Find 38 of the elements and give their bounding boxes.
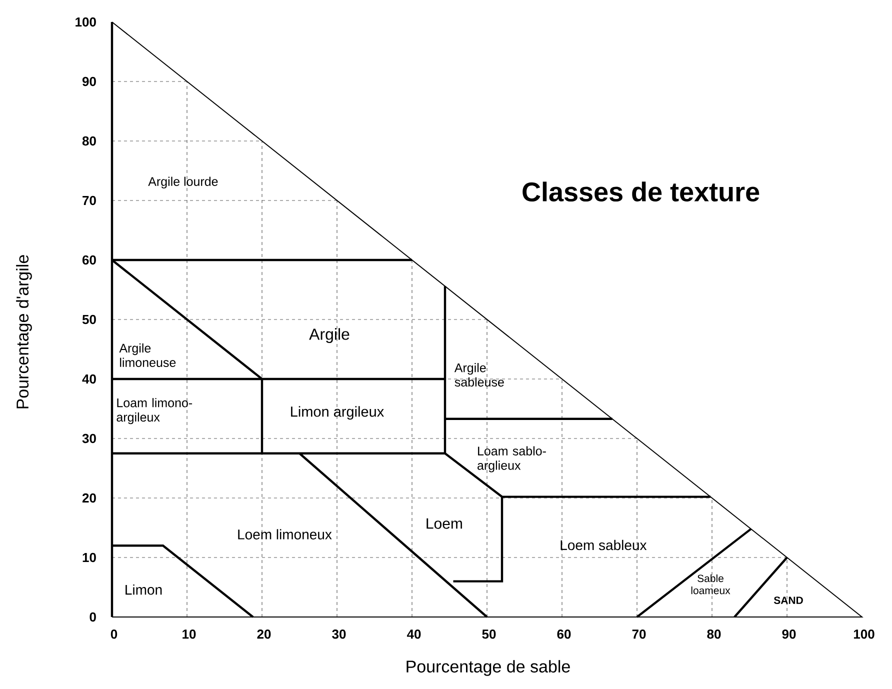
region-label: Loam sablo-arglieux [478,446,546,472]
tick-label: 30 [82,434,96,444]
axis-title: Pourcentage de sable [406,660,570,676]
tick-label: 0 [110,630,118,639]
tick-label: 50 [82,314,96,324]
title: Classes de texture [522,182,760,202]
region-label: Limon argileux [291,406,384,420]
tick-label: 60 [557,630,571,639]
region-label: Argile lourde [148,176,218,188]
tick-label: 80 [82,136,96,146]
region-label: Argile limoneuse [119,343,176,367]
tick-label: 90 [82,76,96,86]
region-label: Loem sableux [560,540,647,550]
region-label: Limon [126,584,162,595]
tick-label: 40 [82,374,96,384]
tick-label: 10 [182,630,196,639]
tick-label: 100 [854,630,874,639]
tick-label: 40 [406,630,421,639]
tick-label: 20 [257,630,271,639]
region-label: Loam limono-argileux [116,398,192,424]
tick-label: 20 [82,493,96,503]
tick-label: 70 [82,196,96,206]
tick-label: 80 [707,630,721,639]
region-label: Argile sableuse [454,363,504,387]
region-label: Loem limoneux [238,529,332,540]
tick-label: 100 [76,17,96,27]
region-label: Loem [426,518,462,529]
region-label: SAND [774,596,803,604]
tick-label: 50 [482,630,496,639]
region-label: Sable loameux [691,574,730,594]
tick-label: 0 [90,612,96,622]
axis-title: Pourcentage d'argile [16,255,32,408]
tick-label: 10 [82,552,96,562]
tick-label: 30 [332,630,346,639]
region-label: Argile [309,328,350,344]
tick-label: 70 [632,630,646,639]
tick-label: 60 [82,255,96,265]
tick-label: 90 [782,630,796,639]
